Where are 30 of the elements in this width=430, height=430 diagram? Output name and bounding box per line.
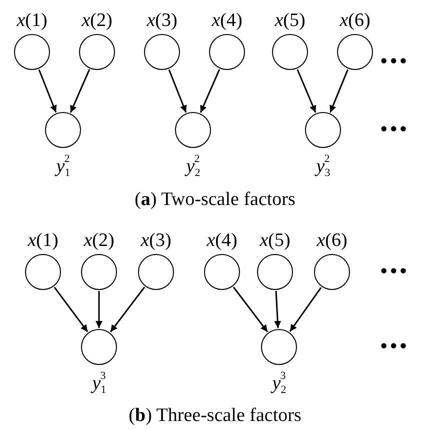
ellipsis-mark: ••• <box>380 50 410 72</box>
arrow <box>289 287 322 332</box>
node-label: x(3) <box>146 11 178 30</box>
node-label: x(2) <box>82 11 112 30</box>
node-label: x(5) <box>260 231 290 250</box>
node-label: x(2) <box>84 231 114 250</box>
node-label: x(4) <box>206 231 238 250</box>
arrow <box>70 69 90 113</box>
arrow <box>38 69 57 113</box>
arrow <box>296 69 316 113</box>
ellipsis-mark: ••• <box>380 335 410 357</box>
caption-text: (b) Three-scale factors <box>128 406 302 425</box>
node-label: x(4) <box>212 11 242 30</box>
node-label: x(1) <box>28 231 58 250</box>
node-label: x(6) <box>340 11 370 30</box>
arrow <box>96 291 102 328</box>
arrow <box>232 286 268 332</box>
arrow <box>168 69 187 113</box>
arrow <box>54 286 88 332</box>
arrow <box>330 69 348 113</box>
ellipsis-mark: ••• <box>380 260 410 282</box>
arrow <box>200 69 220 113</box>
node-label: x(5) <box>274 11 306 30</box>
node-label: x(6) <box>316 231 348 250</box>
caption-text: (a) Two-scale factors <box>134 190 296 209</box>
ellipsis-mark: ••• <box>380 118 410 140</box>
arrow <box>274 290 282 328</box>
arrow <box>110 286 146 332</box>
node-label: x(1) <box>16 11 48 30</box>
node-label: x(3) <box>140 231 172 250</box>
